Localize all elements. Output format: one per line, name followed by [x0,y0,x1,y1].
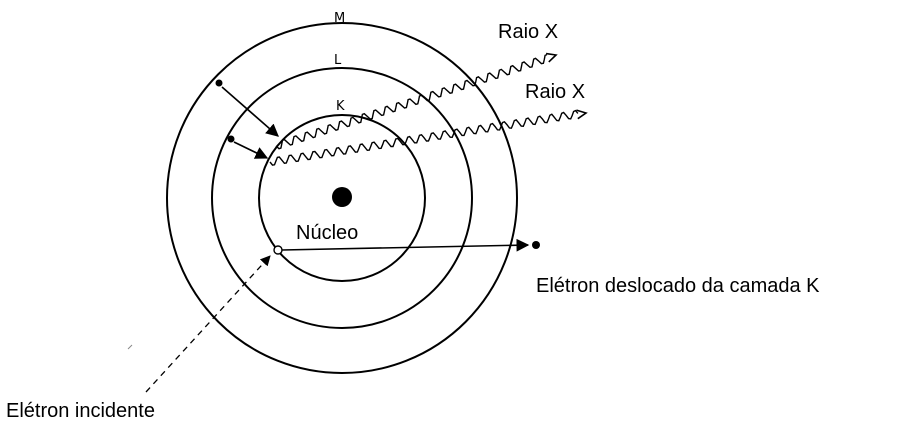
xray-wave-lower [269,109,579,166]
xray-wave-upper [275,53,548,150]
xray-arrowhead-lower [576,109,588,120]
shell-m [166,22,518,374]
incident-electron-tick [127,344,133,350]
incident-electron-path [145,255,271,393]
nucleus [332,187,352,207]
ejected-electron-path [281,238,530,252]
transition-arrow-m-to-k [221,86,279,137]
incident-electron-label: Elétron incidente [6,400,155,421]
shell-label-k: K [336,99,345,114]
transition-arrow-l-to-k [233,141,269,159]
shell-label-l: L [334,53,342,68]
nucleus-label: Núcleo [296,222,358,244]
shell-label-m: M [334,11,345,26]
xray-arrowhead-upper [545,52,558,63]
electron-l-shell [227,135,235,143]
shell-l [211,67,473,329]
ejected-electron [532,241,540,249]
k-shell-vacancy [273,245,283,255]
shell-k [258,114,426,282]
xray-label-lower: Raio X [525,81,585,103]
ejected-electron-label: Elétron deslocado da camada K [536,275,820,297]
xray-label-upper: Raio X [498,21,558,43]
electron-m-shell [215,79,223,87]
